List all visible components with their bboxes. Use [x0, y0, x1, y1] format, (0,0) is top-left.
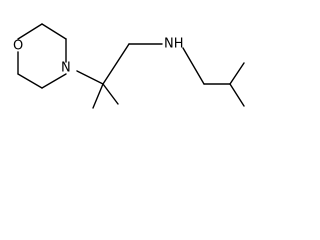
- bond-n-quaternary-carbon: [76, 70, 104, 85]
- morpholine-ring: [17, 23, 67, 89]
- bond-quaternary-methyl-1: [92, 83, 104, 109]
- bond-n-c-lower: [41, 73, 67, 89]
- bond-ch-methyl-lower: [229, 83, 245, 107]
- isobutyl-group: [182, 47, 245, 107]
- backbone-chain: [76, 43, 163, 109]
- amine-nh-label: NH: [164, 37, 184, 52]
- nitrogen-atom-label: N: [61, 61, 71, 76]
- bond-c-c-upper-right: [41, 23, 67, 40]
- oxygen-atom-label: O: [13, 39, 23, 54]
- bond-c-c-lower-left: [17, 73, 43, 89]
- bond-nh-ch2: [182, 47, 205, 85]
- bond-quaternary-methyl-2: [102, 83, 119, 105]
- bond-quaternary-methylene: [102, 43, 130, 85]
- chemical-structure: O N NH: [13, 23, 245, 109]
- bond-ch-methyl-upper: [229, 62, 245, 85]
- bond-o-c-upper-right: [17, 23, 43, 40]
